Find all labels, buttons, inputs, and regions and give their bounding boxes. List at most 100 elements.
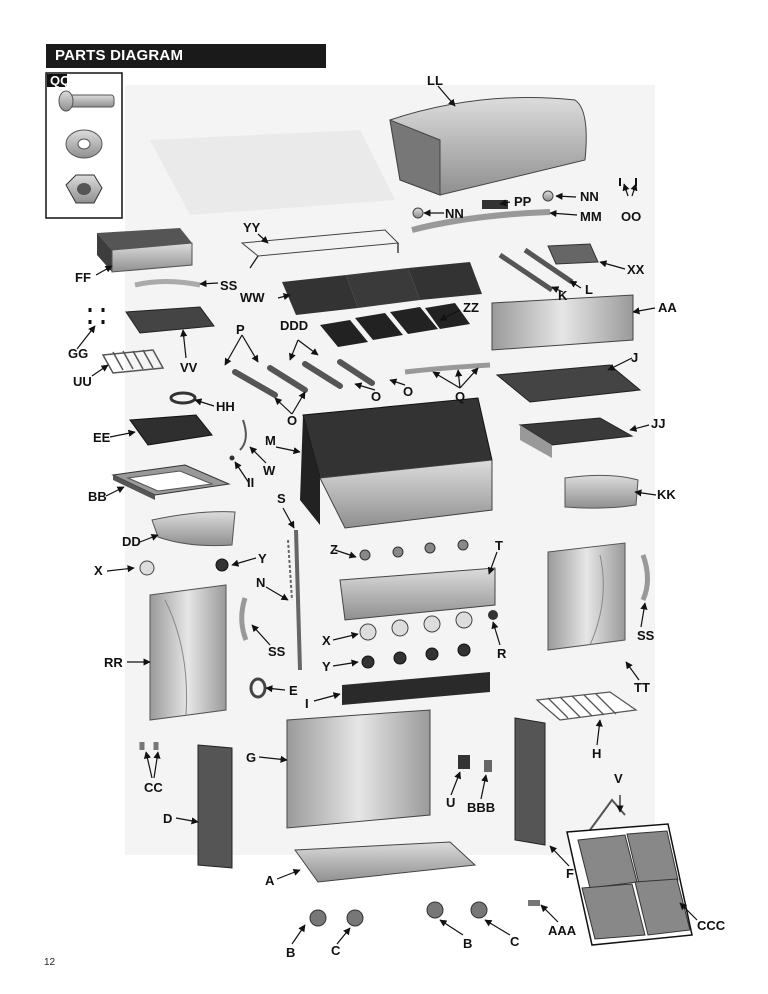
part-w-wire bbox=[239, 419, 247, 451]
part-u-hose bbox=[458, 755, 470, 769]
part-y-bezels bbox=[215, 558, 471, 669]
label-nn-2: NN bbox=[445, 206, 464, 221]
part-d-side-leg bbox=[197, 744, 233, 869]
label-ii: II bbox=[247, 475, 254, 490]
label-h: H bbox=[592, 746, 601, 761]
part-dd-side-panel bbox=[151, 511, 236, 547]
part-g-rear-panel bbox=[286, 709, 431, 829]
label-w: W bbox=[263, 463, 276, 478]
label-x-2: X bbox=[322, 633, 331, 648]
label-l: L bbox=[585, 282, 593, 297]
label-e: E bbox=[289, 683, 298, 698]
part-t-control-panel bbox=[339, 567, 496, 621]
part-ss-handle-top bbox=[134, 279, 201, 288]
part-ff-side-lid bbox=[97, 228, 193, 273]
part-ll-lid bbox=[389, 97, 587, 196]
label-rr: RR bbox=[104, 655, 123, 670]
part-qq-inset bbox=[45, 72, 123, 219]
part-hh-igniter bbox=[169, 391, 197, 405]
part-kk-side-panel bbox=[564, 474, 639, 509]
part-yy-warming-rack bbox=[240, 229, 400, 269]
label-dd: DD bbox=[122, 534, 141, 549]
label-i: I bbox=[305, 696, 309, 711]
label-x: X bbox=[94, 563, 103, 578]
part-vv-side-grate bbox=[125, 306, 215, 334]
section-header: PARTS DIAGRAM bbox=[46, 44, 326, 68]
label-jj: JJ bbox=[651, 416, 665, 431]
label-z: Z bbox=[330, 542, 338, 557]
label-qq: QQ bbox=[50, 73, 70, 88]
label-gg: GG bbox=[68, 346, 88, 361]
part-xx-smoker-box bbox=[547, 243, 599, 265]
label-q: Q bbox=[455, 389, 465, 404]
label-c-2: C bbox=[510, 934, 520, 949]
label-b: B bbox=[286, 945, 295, 960]
part-ee-burner-box bbox=[129, 414, 213, 446]
label-oo: OO bbox=[621, 209, 641, 224]
part-aaa-screw bbox=[528, 900, 540, 906]
part-h-shelf bbox=[535, 691, 638, 721]
part-a-bottom-tray bbox=[294, 841, 477, 883]
label-o-3: O bbox=[287, 413, 297, 428]
label-a: A bbox=[265, 873, 275, 888]
label-g: G bbox=[246, 750, 256, 765]
label-nn: NN bbox=[580, 189, 599, 204]
label-bbb: BBB bbox=[467, 800, 495, 815]
label-ccc: CCC bbox=[697, 918, 726, 933]
label-ss-3: SS bbox=[637, 628, 655, 643]
label-k: K bbox=[558, 288, 568, 303]
label-y-2: Y bbox=[322, 659, 331, 674]
label-hh: HH bbox=[216, 399, 235, 414]
label-o: O bbox=[371, 389, 381, 404]
section-title: PARTS DIAGRAM bbox=[55, 47, 184, 64]
part-x-knobs bbox=[139, 560, 473, 641]
part-bbb-fitting bbox=[484, 760, 492, 772]
part-k-rod bbox=[498, 252, 554, 293]
part-zz-flame-tamers bbox=[320, 303, 470, 347]
page-number: 12 bbox=[44, 957, 56, 968]
part-q-manifold bbox=[404, 362, 491, 375]
label-t: T bbox=[495, 538, 503, 553]
part-ccc-briquette-trays bbox=[566, 823, 693, 946]
part-uu-rack bbox=[101, 349, 165, 374]
label-tt: TT bbox=[634, 680, 650, 695]
label-pp: PP bbox=[514, 194, 532, 209]
label-kk: KK bbox=[657, 487, 676, 502]
part-n-chain bbox=[287, 539, 293, 601]
part-rr-left-door bbox=[149, 584, 227, 721]
label-m: M bbox=[265, 433, 276, 448]
label-n: N bbox=[256, 575, 265, 590]
part-burners bbox=[232, 359, 375, 398]
part-ss-handle-right bbox=[640, 554, 650, 602]
label-u: U bbox=[446, 795, 455, 810]
label-v: V bbox=[614, 771, 623, 786]
label-ss: SS bbox=[220, 278, 238, 293]
part-r-igniter bbox=[488, 610, 498, 620]
label-s: S bbox=[277, 491, 286, 506]
label-cc: CC bbox=[144, 780, 163, 795]
label-vv: VV bbox=[180, 360, 198, 375]
part-f-right-leg bbox=[514, 717, 546, 846]
label-yy: YY bbox=[243, 220, 261, 235]
label-aaa: AAA bbox=[548, 923, 577, 938]
label-xx: XX bbox=[627, 262, 645, 277]
part-ss-handle-left bbox=[239, 597, 249, 641]
leader-lines bbox=[76, 85, 698, 945]
label-ll: LL bbox=[427, 73, 443, 88]
label-ddd: DDD bbox=[280, 318, 308, 333]
part-l-rod bbox=[523, 247, 574, 285]
part-j-side-shelf bbox=[495, 364, 642, 403]
part-tt-right-door bbox=[547, 542, 626, 651]
part-ii-bracket bbox=[229, 455, 235, 461]
part-ww-cooking-grates bbox=[282, 262, 482, 315]
label-ee: EE bbox=[93, 430, 111, 445]
label-j: J bbox=[631, 350, 638, 365]
part-casters bbox=[309, 901, 488, 927]
label-p: P bbox=[236, 322, 245, 337]
label-ww: WW bbox=[240, 290, 265, 305]
part-s-gas-line bbox=[294, 529, 302, 671]
label-o-2: O bbox=[403, 384, 413, 399]
label-c: C bbox=[331, 943, 341, 958]
label-mm: MM bbox=[580, 209, 602, 224]
